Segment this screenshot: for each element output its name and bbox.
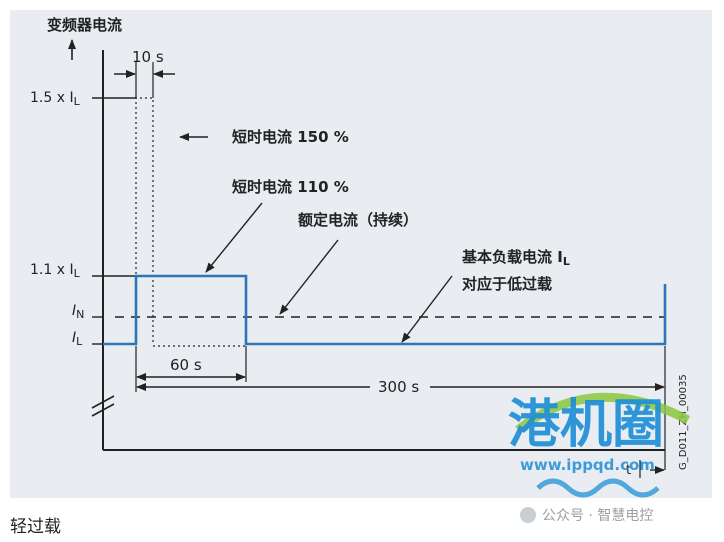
axis-break-mark bbox=[91, 395, 115, 409]
wechat-account-label: 公众号 · 智慧电控 bbox=[542, 508, 654, 524]
wechat-account-watermark: 公众号 · 智慧电控 bbox=[520, 505, 653, 525]
figure-caption: 轻过载 bbox=[10, 517, 61, 537]
rated-current-label: 额定电流（持续） bbox=[298, 211, 418, 229]
base-load-label-line2: 对应于低过载 bbox=[462, 275, 552, 293]
tick-label-il: IL bbox=[72, 330, 83, 348]
short-150-outline bbox=[135, 97, 154, 344]
watermark-arc bbox=[515, 392, 691, 434]
base-load-label: 基本负载电流 IL bbox=[461, 248, 570, 268]
watermark-logo: 港机圈 www.ippqd.com bbox=[508, 392, 691, 498]
t-interval-label: t bbox=[626, 463, 631, 478]
watermark-wave bbox=[536, 478, 660, 498]
short-150-label: 短时电流 150 % bbox=[232, 128, 349, 146]
y-axis-title: 变频器电流 bbox=[47, 16, 122, 34]
duration-300s-label: 300 s bbox=[378, 378, 419, 396]
base-load-arrow bbox=[401, 275, 453, 343]
axis-break-mark bbox=[91, 403, 115, 417]
tick-label-in: IN bbox=[72, 303, 84, 321]
watermark-site-text: www.ippqd.com bbox=[520, 456, 655, 474]
tick-label-1-1: 1.1 x IL bbox=[30, 262, 81, 280]
short-110-label: 短时电流 110 % bbox=[232, 178, 349, 196]
rated-current-arrow bbox=[279, 239, 339, 315]
tick-label-1-5: 1.5 x IL bbox=[30, 90, 81, 108]
short-110-arrow bbox=[205, 202, 263, 273]
watermark-brand-text: 港机圈 bbox=[508, 395, 664, 455]
wechat-icon bbox=[520, 507, 536, 523]
diagram-panel bbox=[10, 10, 712, 498]
duration-10s-label: 10 s bbox=[132, 48, 164, 66]
load-cycle-signal bbox=[103, 274, 667, 346]
duration-60s-label: 60 s bbox=[170, 356, 202, 374]
